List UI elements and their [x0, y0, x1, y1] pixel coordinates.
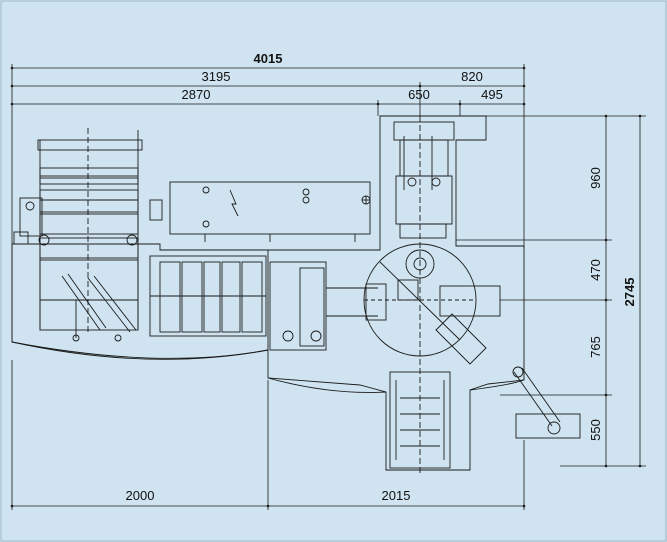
dim-height-1: 960 [588, 167, 603, 189]
dim-width-main: 2870 [182, 87, 211, 102]
dim-height-3: 765 [588, 336, 603, 358]
dim-width-mid: 650 [408, 87, 430, 102]
dim-width-end: 495 [481, 87, 503, 102]
dim-width-left: 3195 [202, 69, 231, 84]
dim-width-right: 820 [461, 69, 483, 84]
dim-bottom-right: 2015 [382, 488, 411, 503]
dim-total-height: 2745 [622, 278, 637, 307]
machine-outline [11, 115, 581, 476]
dimension-ticks [10, 66, 642, 508]
dim-bottom-left: 2000 [126, 488, 155, 503]
dim-height-2: 470 [588, 259, 603, 281]
dim-height-4: 550 [588, 419, 603, 441]
dim-total-width: 4015 [254, 51, 283, 66]
